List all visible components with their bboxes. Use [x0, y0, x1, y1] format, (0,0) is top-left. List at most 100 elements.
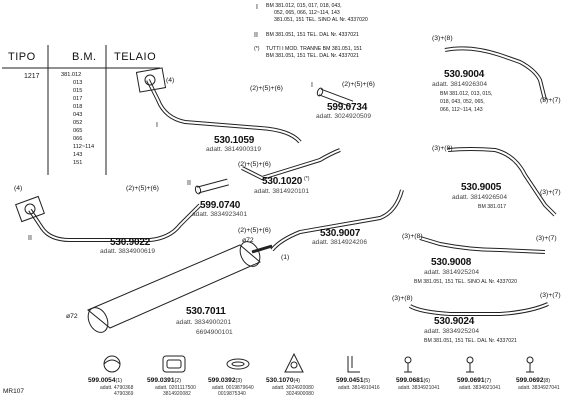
p9004-sub-3: 066, 112~114, 143: [440, 107, 483, 113]
p1020-label: (2)+(5)+(6): [238, 161, 271, 168]
p0734-roman: I: [311, 82, 313, 89]
hanger-icon-6: [404, 356, 412, 373]
acc-2-part-number: 599.0391(2): [147, 377, 182, 384]
p9005-adatt: adatt. 3814926504: [452, 194, 508, 201]
acc-6-part-number: 599.0681(6): [396, 377, 431, 384]
gasket-icon-2: [162, 355, 186, 373]
acc-5-part-number: 599.0451(5): [336, 377, 371, 384]
p9024-part-number: 530.9024: [434, 316, 475, 327]
p9004-sub-1: BM 381.012, 013, 015,: [440, 91, 493, 97]
acc-2-code-2: 3814920082: [163, 391, 191, 397]
pipe-530-9007: [270, 189, 404, 252]
p9022-adatt: adatt. 3834900619: [100, 248, 156, 255]
p9022-label: (4): [14, 185, 23, 192]
table-header-tipo: TIPO: [8, 51, 36, 63]
acc-7-part-number: 599.0691(7): [457, 377, 492, 384]
acc-4-code-1: adatt. 3024920080: [272, 385, 314, 391]
p9007-label-1: (1): [281, 254, 290, 261]
table-bm-4: 018: [73, 104, 83, 110]
pipe-599-0740: [194, 178, 229, 195]
pipe-530-1020: [241, 148, 341, 181]
p9022-label-2: (2)+(5)+(6): [126, 185, 159, 192]
table-bm-0: 381.012: [61, 72, 82, 78]
clamp-icon-1: [103, 355, 121, 373]
pipe-599-0734: [316, 87, 354, 108]
p9022-part-number: 530.9022: [110, 237, 151, 248]
table-bm-11: 151: [73, 160, 83, 166]
p0734-label-2: (2)+(5)+(6): [342, 81, 375, 88]
p7011-adatt-1: adatt. 3834900201: [176, 319, 232, 326]
p0734-part-number: 599.0734: [327, 102, 368, 113]
p9024-sub-1: BM 381.051, 151 TEL. DAL Nr. 4337021: [424, 338, 517, 344]
acc-1-code-1: adatt. 4790368: [100, 385, 134, 391]
ring-icon-3: [226, 358, 250, 370]
table-bm-7: 065: [73, 128, 83, 134]
p9008-label-2: (3)+(7): [536, 235, 557, 242]
p1059-label: (4): [166, 77, 175, 84]
p9004-part-number: 530.9004: [444, 69, 485, 80]
acc-4-part-number: 530.1070(4): [266, 377, 301, 384]
note-3-mark: (*): [254, 46, 260, 52]
p9022-roman: II: [28, 235, 32, 242]
note-1-line-1: BM 381.012, 015, 017, 018, 043,: [266, 3, 342, 9]
p9007-diameter: ø72: [242, 237, 254, 244]
p1059-part-number: 530.1059: [214, 135, 255, 146]
note-3-line-1: TUTTI I MOD. TRANNE BM 381.051, 151: [266, 46, 363, 52]
p0740-adatt: adatt. 3834923401: [192, 211, 248, 218]
p9004-sub-2: 018, 043, 052, 065,: [440, 99, 485, 105]
acc-2-code-1: adatt. 0201117500: [155, 385, 196, 391]
note-3-line-2: BM 381.051, 151 TEL. DAL Nr. 4337021: [266, 53, 359, 59]
p1020-adatt: adatt. 3814920101: [254, 188, 310, 195]
p9007-label: (2)+(5)+(6): [238, 227, 271, 234]
table-bm-8: 066: [73, 136, 83, 142]
p9024-adatt: adatt. 3834925204: [424, 328, 480, 335]
table-header-telaio: TELAIO: [114, 51, 157, 63]
table-bm-10: 143: [73, 152, 83, 158]
p1059-adatt: adatt. 3814900319: [206, 146, 262, 153]
p9004-adatt: adatt. 3814926304: [432, 81, 488, 88]
p1020-part-number: 530.1020: [262, 176, 303, 187]
pipe-530-1059: [135, 67, 302, 144]
tailpipe-530-9024: [408, 302, 549, 316]
muffler-530-7011: [87, 241, 273, 333]
p9005-label-2: (3)+(7): [540, 189, 561, 196]
hanger-icon-8: [526, 356, 534, 373]
note-1-line-2: 052, 065, 066, 112~114, 143: [274, 10, 340, 16]
p7011-part-number: 530.7011: [186, 306, 226, 317]
bracket-icon-5: [347, 356, 360, 373]
p9005-part-number: 530.9005: [461, 182, 502, 193]
acc-3-part-number: 599.0392(3): [208, 377, 243, 384]
p9004-label-2: (3)+(7): [540, 97, 561, 104]
note-1-roman: I: [256, 4, 258, 11]
p1020-mark: (*): [304, 176, 310, 182]
tailpipe-530-9005: [447, 147, 557, 217]
p9008-label-1: (3)+(8): [402, 233, 423, 240]
table-bm-6: 052: [73, 120, 83, 126]
p9024-label-2: (3)+(7): [540, 292, 561, 299]
acc-8-code-1: adatt. 3834927041: [518, 385, 560, 391]
p0740-roman: II: [187, 180, 191, 187]
p0740-part-number: 599.0740: [200, 200, 241, 211]
pipe-530-9022: [15, 195, 202, 242]
table-bm-3: 017: [73, 96, 83, 102]
acc-7-code-1: adatt. 3834921041: [459, 385, 501, 391]
table-tipo-value: 1217: [24, 73, 40, 80]
acc-5-code-1: adatt. 3814910416: [338, 385, 380, 391]
acc-1-part-number: 599.0054(1): [88, 377, 123, 384]
acc-3-code-1: adatt. 0019879640: [212, 385, 254, 391]
p1059-roman: I: [156, 122, 158, 129]
note-1-line-3: 381.051, 151 TEL. SINO AL Nr. 4337020: [274, 17, 368, 23]
acc-1-code-2: 4790369: [114, 391, 134, 397]
p9008-sub-1: BM 381.051, 151 TEL. SINO AL Nr. 4337020: [414, 279, 517, 285]
p9008-part-number: 530.9008: [431, 257, 472, 268]
p9005-label-1: (3)+(8): [432, 145, 453, 152]
p9024-label-1: (3)+(8): [392, 295, 413, 302]
table-bm-2: 015: [73, 88, 83, 94]
note-2-line-1: BM 381.051, 151 TEL. DAL Nr. 4337021: [266, 32, 359, 38]
p9007-part-number: 530.9007: [320, 228, 361, 239]
p7011-adatt-2: 6694900101: [196, 329, 233, 336]
p7011-diameter: ø72: [66, 313, 78, 320]
note-2-roman: II: [254, 32, 258, 39]
acc-4-code-2: 3024900080: [286, 391, 314, 397]
